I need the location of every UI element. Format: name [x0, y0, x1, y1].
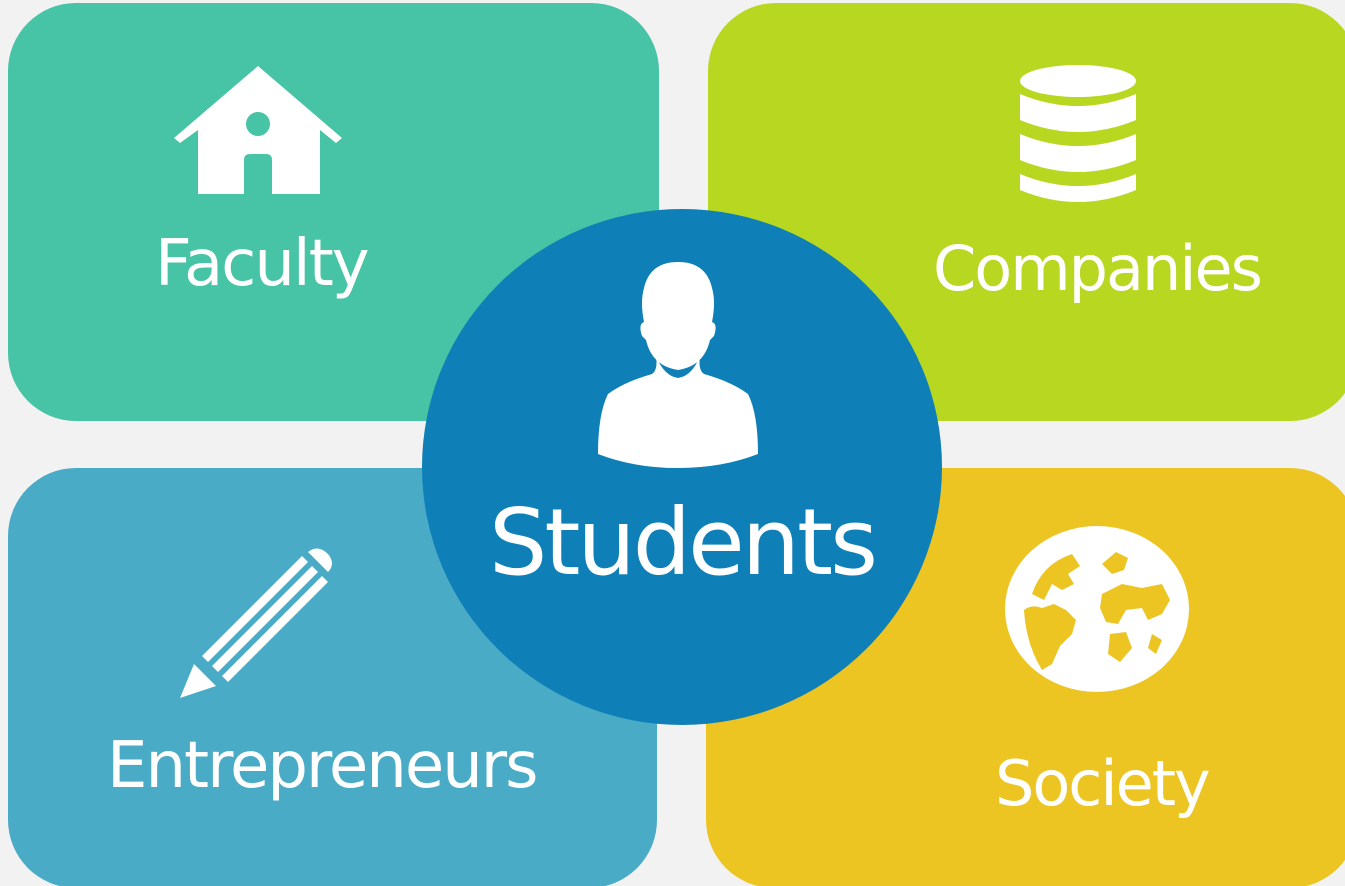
pencil-icon: [180, 548, 332, 698]
companies-label: Companies: [933, 232, 1263, 305]
faculty-label: Faculty: [155, 227, 370, 301]
database-icon: [1020, 65, 1136, 202]
house-icon: [174, 66, 342, 194]
entrepreneurs-label: Entrepreneurs: [107, 729, 538, 803]
society-label: Society: [995, 747, 1211, 820]
person-icon: [598, 262, 758, 468]
students-label: Students: [488, 489, 878, 596]
globe-icon: [1005, 526, 1189, 692]
